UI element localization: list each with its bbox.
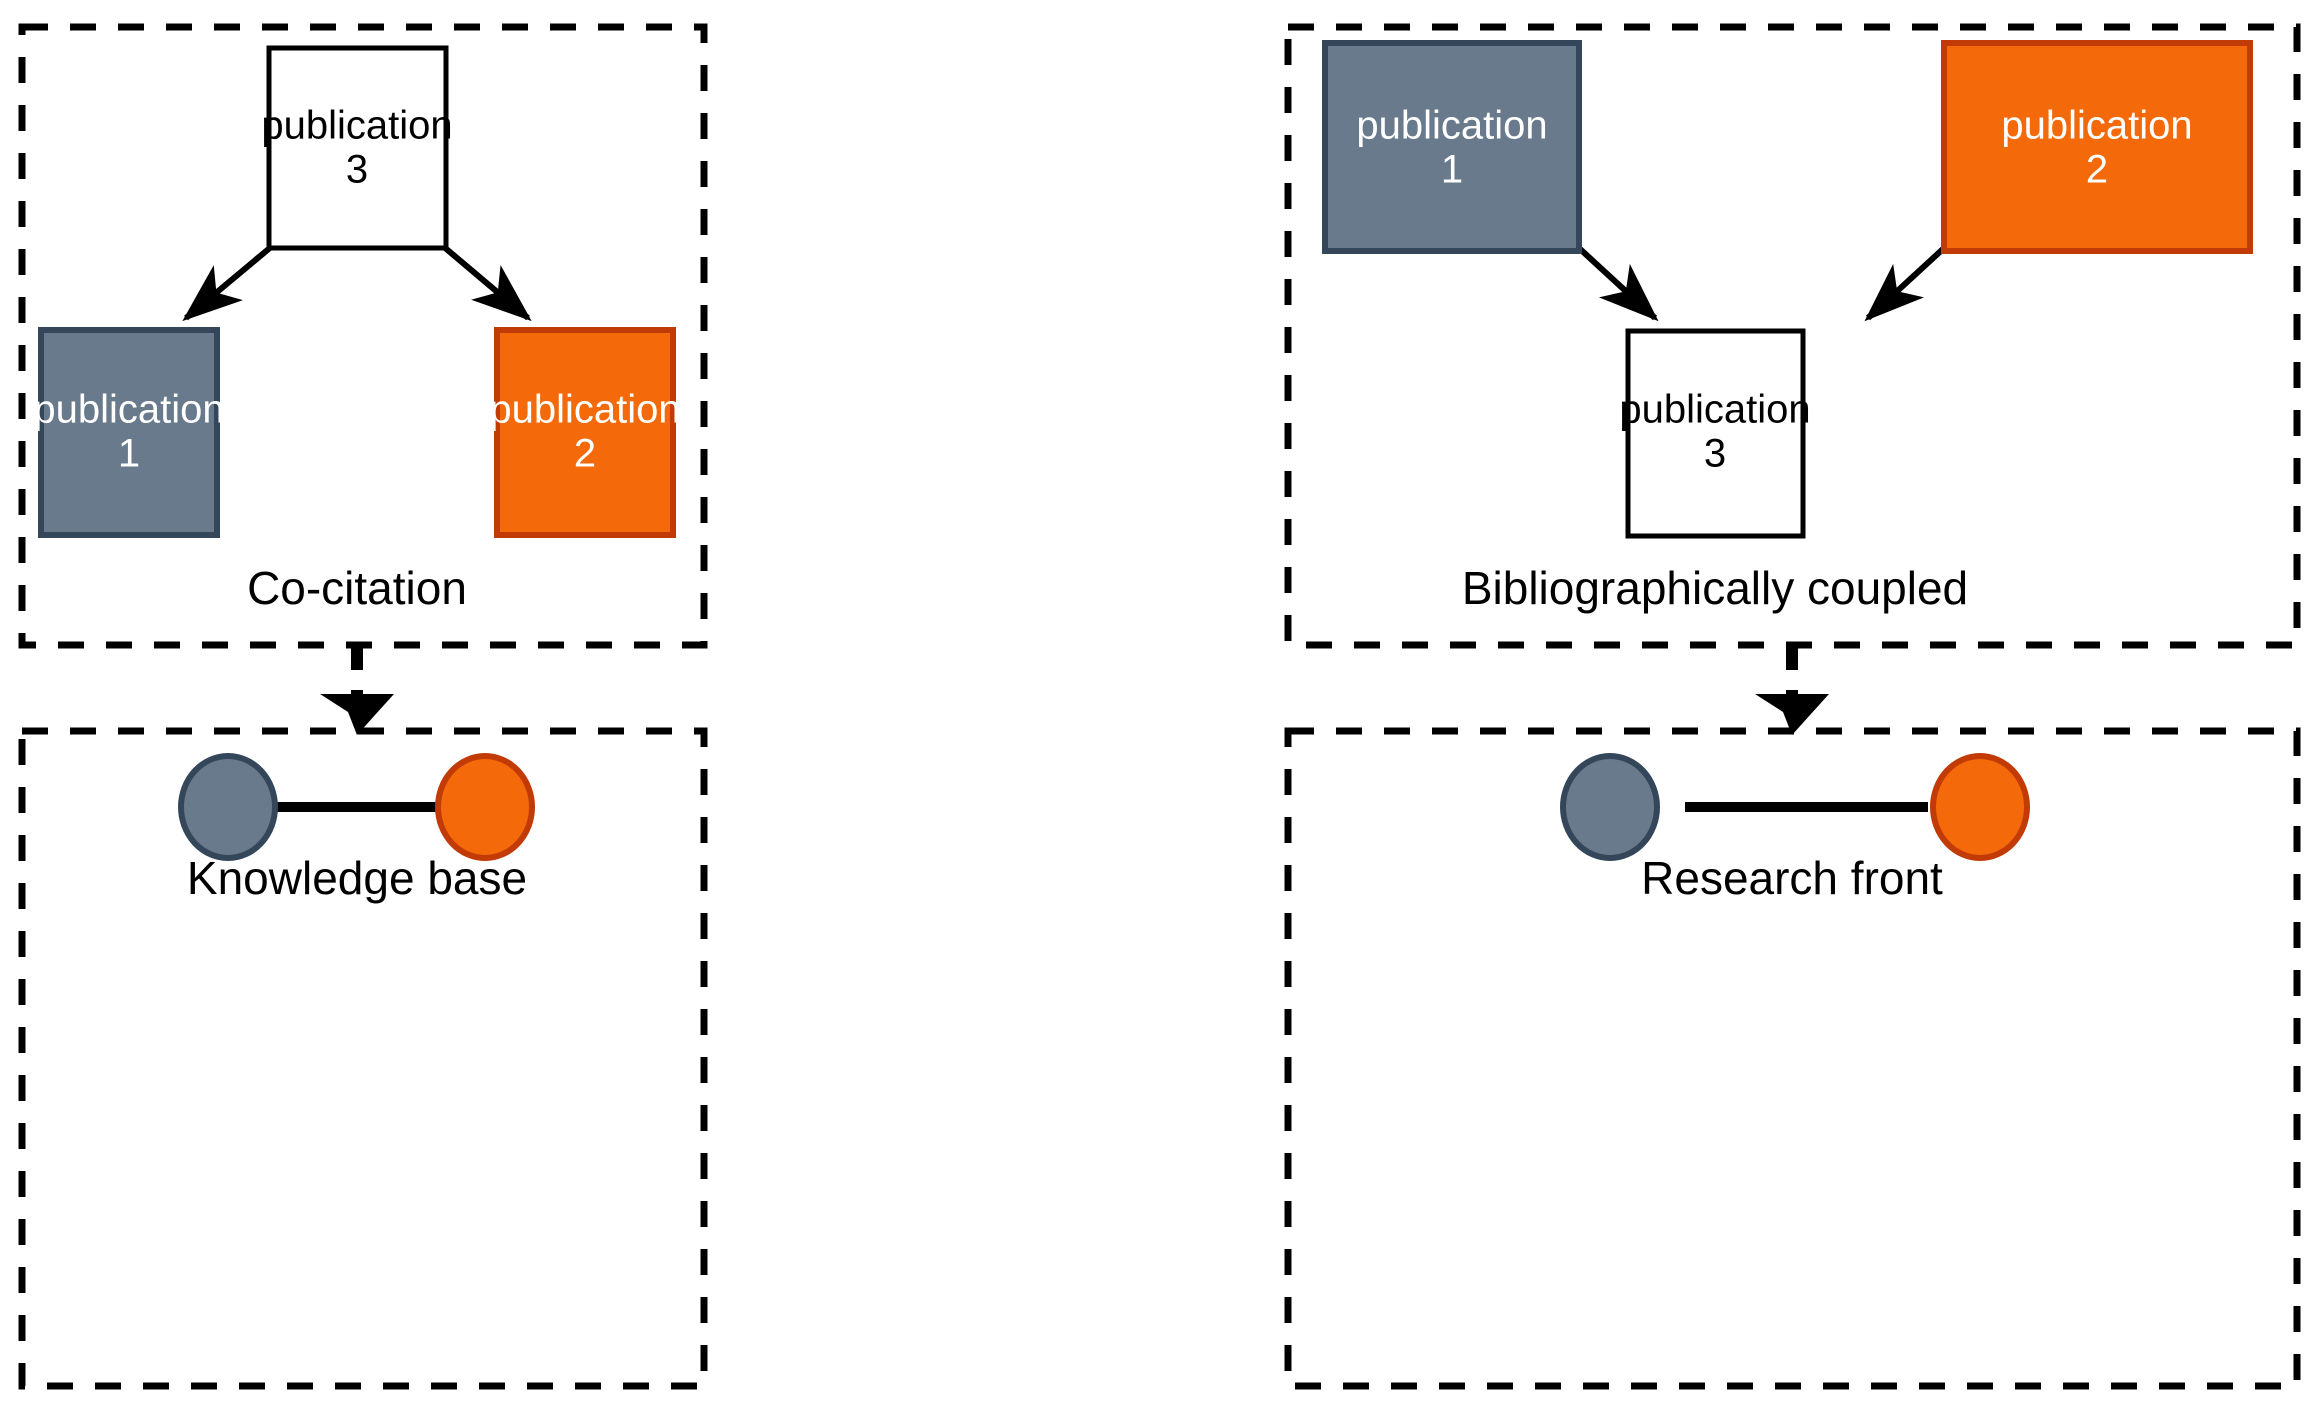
co-citation-panel: publication 3 publication 1 publication … bbox=[18, 23, 708, 649]
bibliographic-coupling-panel: publication 1 publication 2 publication … bbox=[1284, 23, 2301, 649]
node-label-line2: 2 bbox=[2086, 148, 2108, 192]
node-gray-circle[interactable] bbox=[1560, 753, 1660, 861]
node-orange-circle[interactable] bbox=[1930, 753, 2030, 861]
edge-pub2-to-pub3 bbox=[1864, 246, 1946, 322]
node-label-line2: 1 bbox=[1441, 148, 1463, 192]
edge-pub3-to-pub1 bbox=[182, 244, 273, 322]
node-label-line1: publication bbox=[2001, 104, 2192, 148]
node-publication-2[interactable]: publication 2 bbox=[489, 327, 681, 538]
dashed-arrow-head bbox=[320, 694, 394, 735]
node-box[interactable] bbox=[1625, 328, 1806, 539]
edge-pub1-to-pub3 bbox=[1577, 246, 1659, 322]
node-gray-circle[interactable] bbox=[178, 753, 278, 861]
knowledge-base-panel: Knowledge base bbox=[18, 727, 708, 1390]
node-label-line1: publication bbox=[1356, 104, 1547, 148]
dashed-arrow-head bbox=[1755, 694, 1829, 735]
panel-border-dashed bbox=[18, 23, 708, 649]
node-label-line1: publication bbox=[1619, 388, 1810, 432]
node-label-line1: publication bbox=[261, 104, 452, 148]
right-transition-arrow bbox=[1755, 646, 1829, 735]
node-label-line2: 3 bbox=[1704, 432, 1726, 476]
panel-caption: Co-citation bbox=[247, 562, 467, 614]
node-orange-circle[interactable] bbox=[435, 753, 535, 861]
node-box[interactable] bbox=[494, 327, 676, 538]
node-box[interactable] bbox=[1941, 40, 2253, 254]
node-box[interactable] bbox=[1322, 40, 1582, 254]
node-label-line1: publication bbox=[489, 388, 680, 432]
edge-pub3-to-pub2 bbox=[442, 244, 532, 322]
panel-border-dashed bbox=[1284, 727, 2301, 1390]
panel-caption: Research front bbox=[1641, 852, 1943, 904]
node-box[interactable] bbox=[266, 45, 449, 251]
node-label-line1: publication bbox=[33, 388, 224, 432]
node-publication-3[interactable]: publication 3 bbox=[1619, 328, 1811, 539]
node-publication-1[interactable]: publication 1 bbox=[1322, 40, 1582, 254]
co-citation-edges bbox=[182, 244, 532, 322]
panel-caption: Bibliographically coupled bbox=[1462, 562, 1968, 614]
panel-border-dashed bbox=[1284, 23, 2301, 649]
node-publication-3[interactable]: publication 3 bbox=[261, 45, 453, 251]
panel-border-dashed bbox=[18, 727, 708, 1390]
research-front-panel: Research front bbox=[1284, 727, 2301, 1390]
panel-caption: Knowledge base bbox=[187, 852, 527, 904]
node-publication-1[interactable]: publication 1 bbox=[33, 327, 225, 538]
node-box[interactable] bbox=[38, 327, 220, 538]
node-label-line2: 2 bbox=[574, 432, 596, 476]
node-label-line2: 3 bbox=[346, 148, 368, 192]
node-label-line2: 1 bbox=[118, 432, 140, 476]
node-publication-2[interactable]: publication 2 bbox=[1941, 40, 2253, 254]
left-transition-arrow bbox=[320, 646, 394, 735]
bibliographic-coupling-edges bbox=[1577, 246, 1946, 322]
